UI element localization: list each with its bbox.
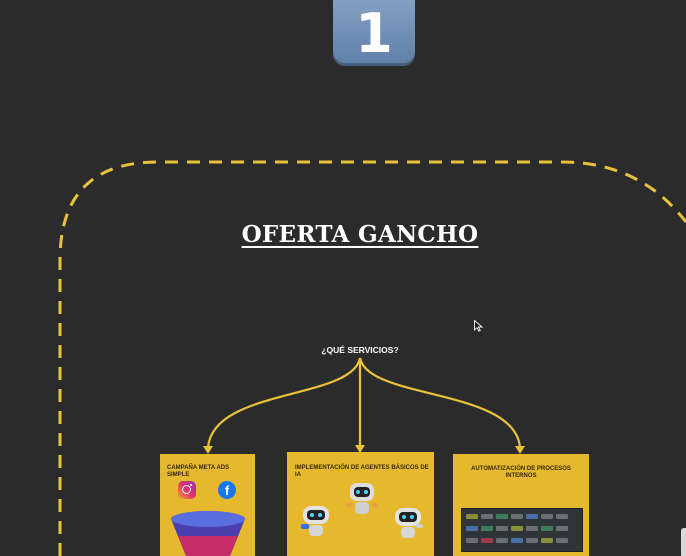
- robot-icon: [346, 483, 378, 514]
- service-card-meta-ads[interactable]: CAMPAÑA META ADS SIMPLE f: [160, 454, 255, 556]
- funnel-icon: [171, 511, 245, 556]
- card-title: IMPLEMENTACIÓN DE AGENTES BÁSICOS DE IA: [295, 465, 429, 479]
- mouse-cursor-icon: [474, 320, 483, 332]
- robot-icon: [395, 508, 423, 538]
- service-card-ai-agents[interactable]: IMPLEMENTACIÓN DE AGENTES BÁSICOS DE IA: [287, 452, 434, 556]
- workflow-screenshot: [461, 508, 583, 552]
- card-title: CAMPAÑA META ADS SIMPLE: [167, 465, 230, 479]
- workflow-row: [466, 514, 568, 519]
- arrowhead-1: [203, 446, 213, 454]
- workflow-row: [466, 538, 568, 543]
- workflow-row: [466, 526, 568, 531]
- instagram-icon: [178, 481, 196, 499]
- services-question: ¿QUÉ SERVICIOS?: [321, 345, 399, 355]
- facebook-icon: f: [218, 481, 236, 499]
- step-number-badge: 1: [333, 0, 415, 66]
- arrowhead-2: [355, 445, 365, 453]
- robot-icon: [301, 506, 329, 536]
- dashed-group-outline: [58, 160, 686, 556]
- step-number: 1: [355, 2, 393, 65]
- arrow-to-card-3: [358, 357, 522, 449]
- card-title: AUTOMATIZACIÓN DE PROCESOS INTERNOS: [471, 466, 571, 480]
- scroll-handle[interactable]: [681, 528, 686, 556]
- arrow-to-card-1: [206, 357, 362, 449]
- service-card-automation[interactable]: AUTOMATIZACIÓN DE PROCESOS INTERNOS: [453, 454, 589, 556]
- diagram-title: OFERTA GANCHO: [241, 221, 479, 248]
- arrowhead-3: [515, 446, 525, 454]
